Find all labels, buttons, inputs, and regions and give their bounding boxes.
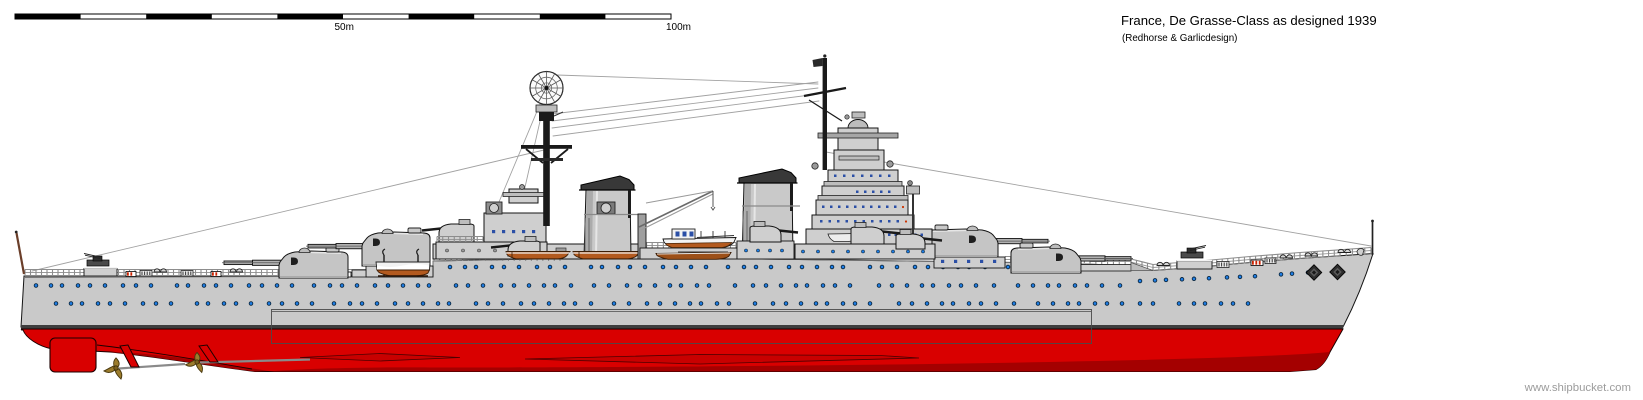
- svg-text:50m: 50m: [335, 22, 354, 33]
- svg-text:(Redhorse & Garlicdesign): (Redhorse & Garlicdesign): [1122, 33, 1237, 44]
- svg-text:www.shipbucket.com: www.shipbucket.com: [1524, 382, 1631, 394]
- svg-text:100m: 100m: [666, 22, 691, 33]
- svg-text:France, De Grasse-Class as des: France, De Grasse-Class as designed 1939: [1121, 13, 1377, 28]
